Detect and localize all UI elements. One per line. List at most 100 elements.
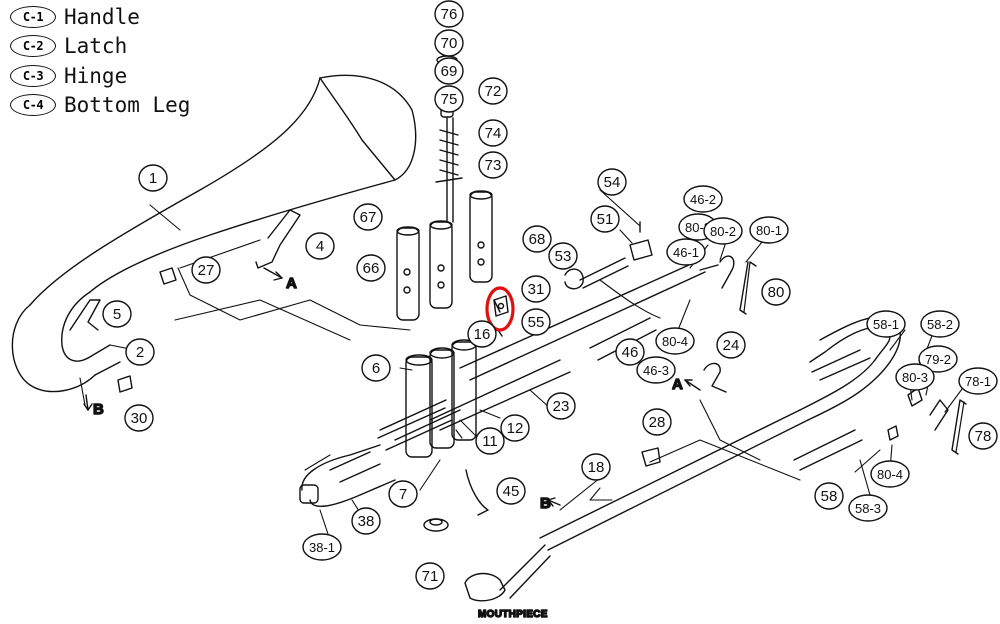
callout-bubble xyxy=(590,205,620,233)
callout-76: 76 xyxy=(434,0,464,28)
callout-bubble xyxy=(434,0,464,28)
callout-79-2: 79-2 xyxy=(918,345,958,373)
legend-item-latch: C-2 Latch xyxy=(10,32,190,62)
callout-12: 12 xyxy=(500,414,530,442)
callout-bubble xyxy=(749,216,789,244)
callout-71: 71 xyxy=(415,562,445,590)
callout-7: 7 xyxy=(388,480,418,508)
callout-number: 80-1 xyxy=(756,223,782,238)
callout-bubble xyxy=(666,238,706,266)
legend-badge: C-4 xyxy=(10,94,56,117)
callout-number: 80-4 xyxy=(877,467,903,482)
callout-46: 46 xyxy=(615,338,645,366)
callout-78-1: 78-1 xyxy=(958,367,998,395)
callout-bubble xyxy=(655,327,695,355)
legend-badge: C-2 xyxy=(10,35,56,58)
legend-item-handle: C-1 Handle xyxy=(10,2,190,32)
callout-bubble xyxy=(581,453,611,481)
callout-number: 70 xyxy=(441,35,458,52)
callout-number: 80 xyxy=(768,284,785,301)
callout-58-3: 58-3 xyxy=(848,494,888,522)
callout-number: 46-3 xyxy=(643,363,669,378)
callout-bubble xyxy=(958,367,998,395)
callout-number: 80-3 xyxy=(902,370,928,385)
callout-bubble xyxy=(522,225,552,253)
callout-11: 11 xyxy=(475,427,505,455)
callout-number: 30 xyxy=(131,410,148,427)
callout-1: 1 xyxy=(138,164,168,192)
callout-bubble xyxy=(356,254,386,282)
callout-bubble xyxy=(353,203,383,231)
callout-number: 80-2 xyxy=(710,224,736,239)
callout-number: 5 xyxy=(113,306,121,323)
callout-number: 31 xyxy=(528,281,545,298)
callout-bubble xyxy=(597,168,627,196)
callout-bubble xyxy=(361,354,391,382)
callout-number: 73 xyxy=(485,157,502,174)
callout-number: 38-1 xyxy=(309,540,335,555)
callout-30: 30 xyxy=(124,404,154,432)
callout-73: 73 xyxy=(478,151,508,179)
callout-54: 54 xyxy=(597,168,627,196)
callout-67: 67 xyxy=(353,203,383,231)
callout-bubble xyxy=(920,310,960,338)
callout-bubble xyxy=(138,164,168,192)
callout-bubble xyxy=(415,562,445,590)
view-marker-b1: B xyxy=(93,401,104,418)
callout-bubble xyxy=(388,480,418,508)
bracket-80 xyxy=(743,261,751,313)
brackets xyxy=(69,209,967,467)
view-arrows xyxy=(83,267,701,507)
part-31-highlight xyxy=(485,286,515,332)
callout-bubble xyxy=(716,331,746,359)
callout-bubble xyxy=(305,232,335,260)
callout-bubble xyxy=(548,242,578,270)
callout-bubble xyxy=(895,363,935,391)
callout-bubble xyxy=(496,477,526,505)
callout-55: 55 xyxy=(521,308,551,336)
callout-number: 71 xyxy=(422,568,439,585)
callout-number: 78 xyxy=(975,428,992,445)
callout-69: 69 xyxy=(434,57,464,85)
legend-label: Latch xyxy=(64,34,128,59)
callout-16: 16 xyxy=(467,320,497,348)
callout-number: 12 xyxy=(507,420,524,437)
callout-number: 58-3 xyxy=(855,501,881,516)
callout-58-2: 58-2 xyxy=(920,310,960,338)
lower-slide xyxy=(299,444,551,602)
callout-bubble xyxy=(434,29,464,57)
callout-number: 80-4 xyxy=(662,334,688,349)
callout-number: 24 xyxy=(723,337,740,354)
bell-section xyxy=(11,74,417,393)
callout-number: 7 xyxy=(399,486,407,503)
callout-bubble xyxy=(467,320,497,348)
callout-number: 27 xyxy=(198,262,215,279)
callout-number: 1 xyxy=(149,170,157,187)
callout-46-2: 46-2 xyxy=(683,185,723,213)
callout-bubble xyxy=(478,77,508,105)
callout-number: 72 xyxy=(485,83,502,100)
callout-number: 4 xyxy=(316,238,324,255)
part-31 xyxy=(493,295,509,317)
callout-number: 58 xyxy=(821,488,838,505)
callout-number: 45 xyxy=(503,483,520,500)
legend-badge: C-3 xyxy=(10,64,56,87)
callout-number: 74 xyxy=(485,125,502,142)
callout-number: 76 xyxy=(441,6,458,23)
callout-bubble xyxy=(918,345,958,373)
legend: C-1 Handle C-2 Latch C-3 Hinge C-4 Botto… xyxy=(10,2,190,120)
callout-bubble xyxy=(521,308,551,336)
callout-number: 78-1 xyxy=(965,374,991,389)
callout-23: 23 xyxy=(546,392,576,420)
callout-number: 28 xyxy=(649,414,666,431)
callout-bubble xyxy=(124,404,154,432)
callout-68: 68 xyxy=(522,225,552,253)
callout-70: 70 xyxy=(434,29,464,57)
callout-bubble xyxy=(761,278,791,306)
callout-27: 27 xyxy=(191,256,221,284)
callout-bubble xyxy=(125,338,155,366)
callout-bubble xyxy=(434,85,464,113)
callout-bubble xyxy=(636,356,676,384)
